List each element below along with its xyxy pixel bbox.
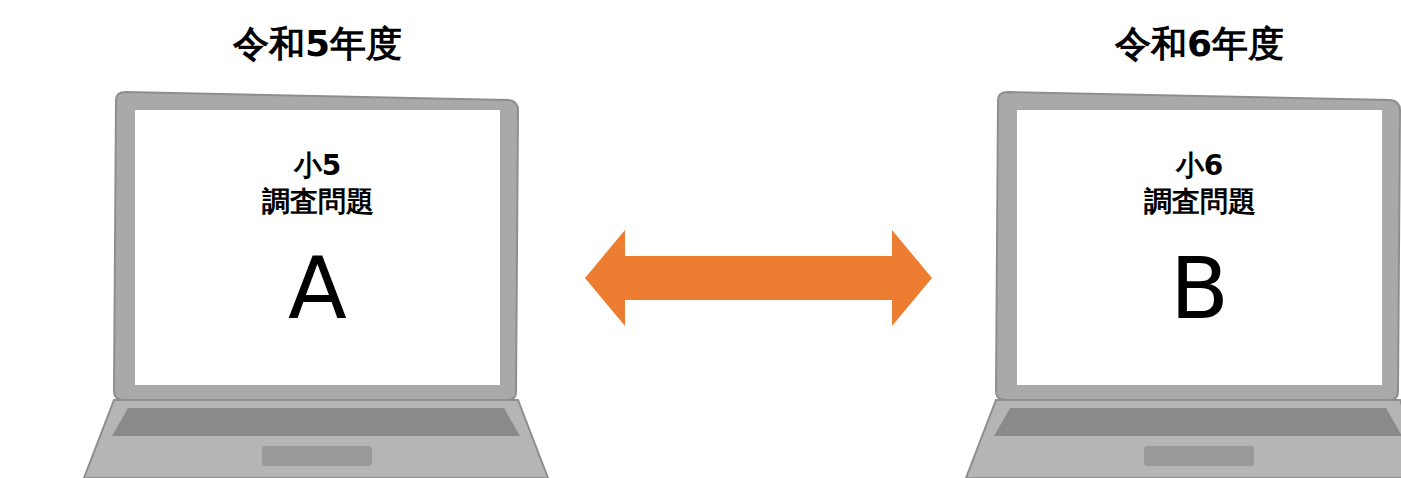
laptop-screen: 令和6年度小6 調査問題B (1017, 110, 1382, 385)
laptop-screen: 令和5年度小5 調査問題A (135, 110, 500, 385)
year-heading: 令和6年度 (957, 22, 1401, 66)
survey-label: 小6 調査問題 (1130, 148, 1270, 220)
year-heading: 令和5年度 (75, 22, 560, 66)
laptop-right (966, 92, 1401, 478)
laptop-left (84, 92, 548, 478)
survey-label: 小5 調査問題 (248, 148, 388, 220)
double-arrow (585, 230, 932, 326)
problem-letter: A (135, 238, 500, 338)
problem-letter: B (1017, 238, 1382, 338)
